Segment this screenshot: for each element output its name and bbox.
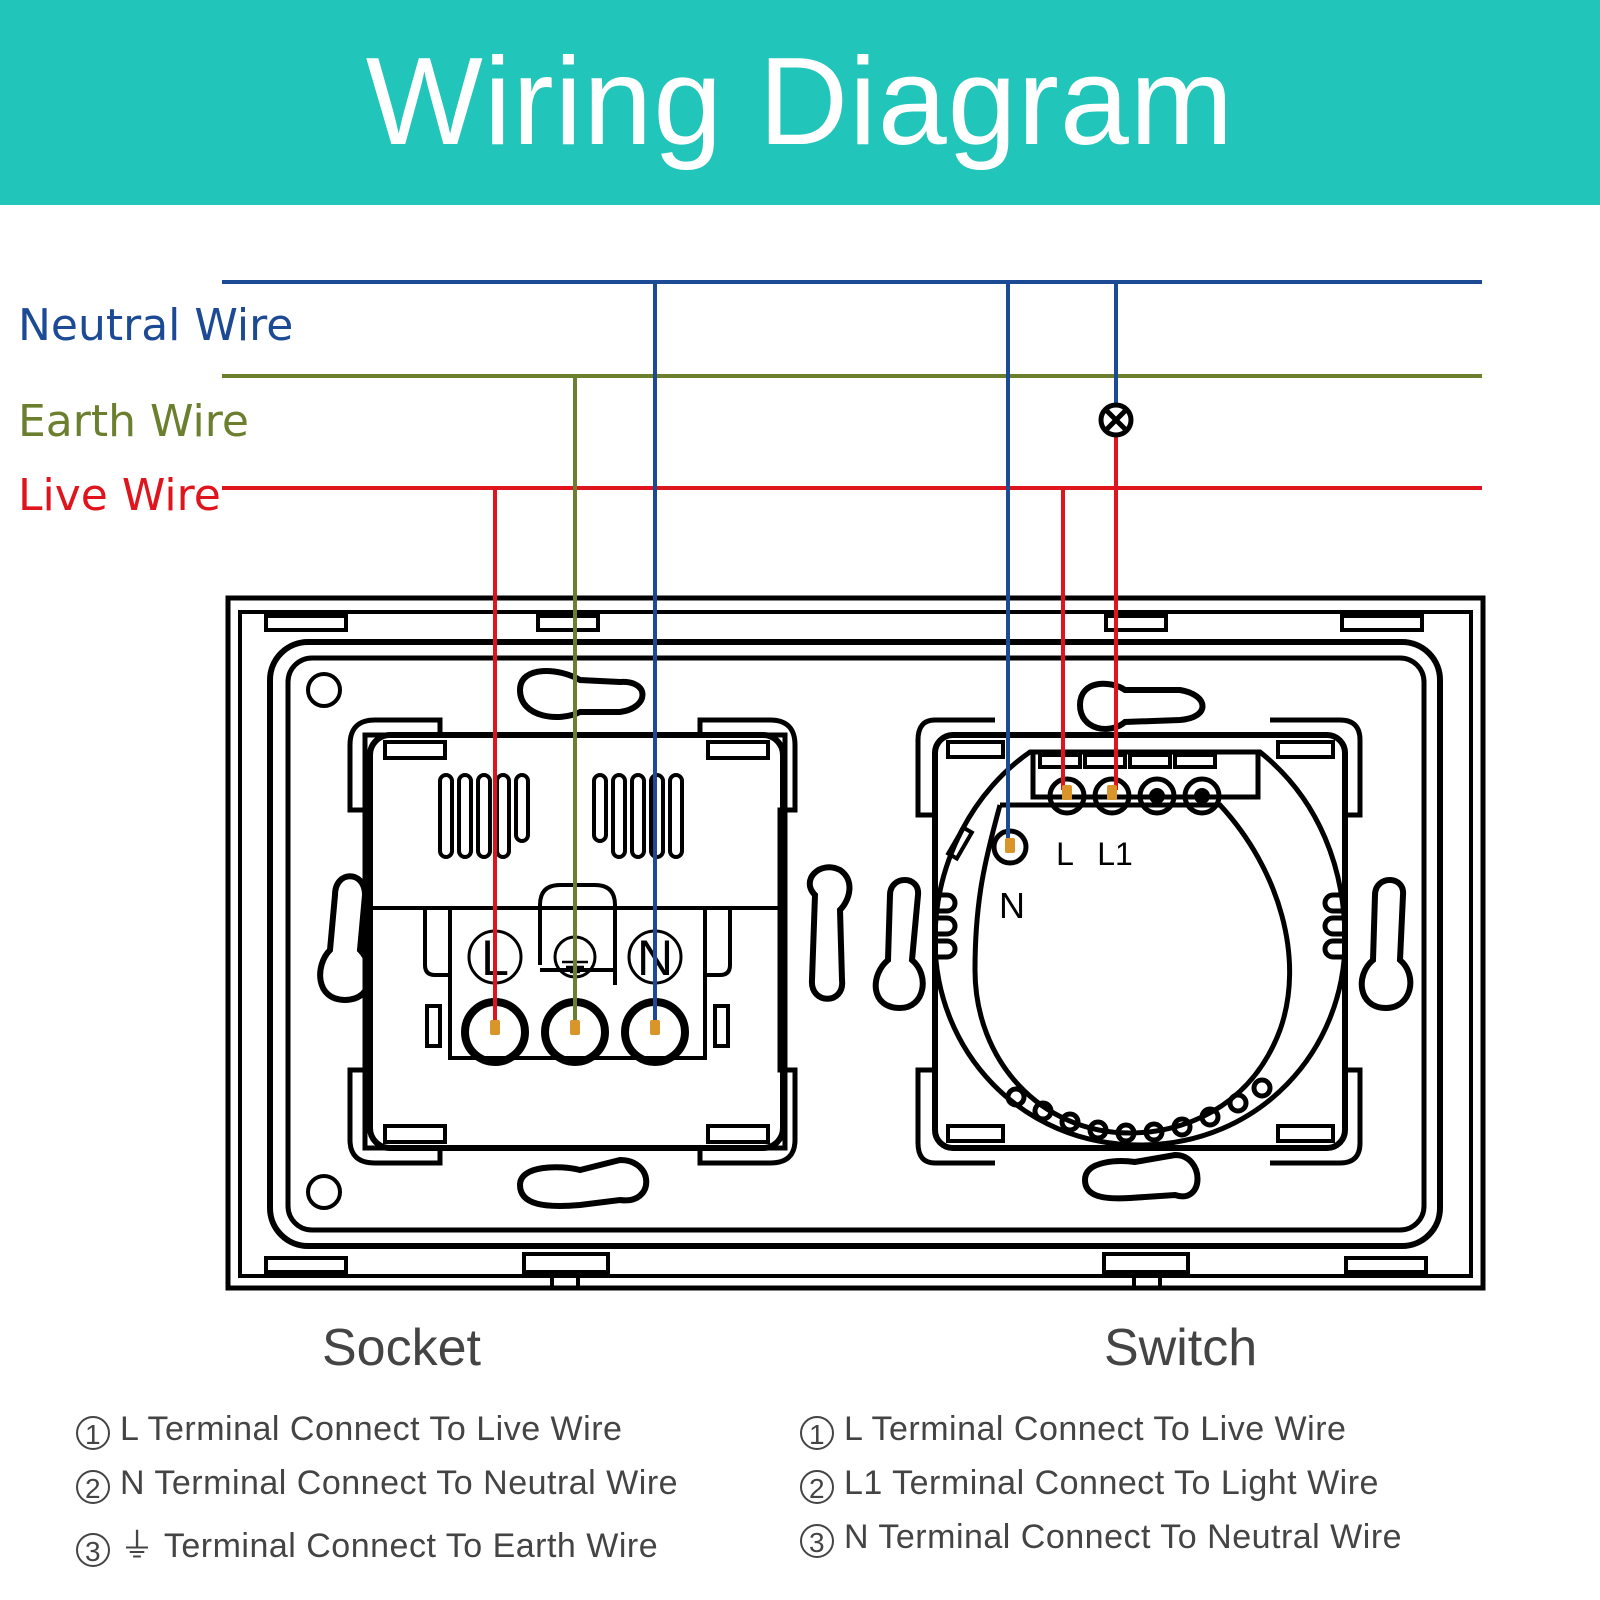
neutral-wire-label: Neutral Wire [18,300,294,351]
step-number: 1 [800,1416,834,1450]
switch-terminal-labels: L L1 N [999,836,1133,926]
earth-wire-label: Earth Wire [18,396,249,447]
socket-title: Socket [322,1319,481,1377]
lamp-icon [1098,402,1134,438]
wire-pin [1107,785,1117,800]
socket-instruction-item: 3 ⏚ Terminal Connect To Earth Wire [76,1518,658,1567]
socket-instruction-item: 1 L Terminal Connect To Live Wire [76,1410,622,1450]
mounting-slot [1358,877,1414,1012]
switch-terminal-unused [1137,776,1177,816]
instruction-text: N Terminal Connect To Neutral Wire [844,1518,1403,1556]
switch-instruction-item: 1 L Terminal Connect To Live Wire [800,1410,1346,1450]
switch-terminal-unused [1182,776,1222,816]
switch-terminal-label-n: N [999,885,1025,926]
drop-wires [493,282,1118,1025]
step-number: 3 [76,1533,110,1567]
switch-terminal-l [1047,776,1087,816]
header-banner: Wiring Diagram [0,0,1600,205]
step-number: 2 [800,1470,834,1504]
page-title: Wiring Diagram [365,33,1235,171]
switch-module [872,680,1414,1202]
terminal-pins [490,785,1117,1035]
switch-terminal-l1 [1092,776,1132,816]
step-number: 3 [800,1524,834,1558]
switch-title: Switch [1104,1319,1258,1377]
mounting-slot [516,668,646,720]
instruction-text: L1 Terminal Connect To Light Wire [844,1464,1379,1502]
switch-terminal-label-l: L [1056,836,1074,872]
socket-module [306,668,853,1210]
switch-instruction-item: 2 L1 Terminal Connect To Light Wire [800,1464,1379,1504]
screw-hole [306,1174,342,1210]
bus-wires [222,280,1482,490]
socket-instruction-item: 2 N Terminal Connect To Neutral Wire [76,1464,678,1504]
wire-pin [1062,785,1072,800]
mounting-slot [872,877,926,1012]
mounting-slot [1076,680,1206,732]
mounting-slot [317,873,373,1004]
unused-terminal-screws [1149,788,1210,804]
instruction-text: N Terminal Connect To Neutral Wire [120,1464,679,1502]
mounting-slot [1081,1151,1201,1202]
panel-frame [225,595,1486,1291]
instruction-text: L Terminal Connect To Live Wire [844,1410,1347,1448]
wire-pin [650,1020,660,1035]
live-wire-label: Live Wire [18,470,221,521]
wire-pin [490,1020,500,1035]
step-number: 2 [76,1470,110,1504]
wire-pin [570,1020,580,1035]
wire-pin [1005,838,1015,853]
mounting-slot [516,1156,650,1209]
step-number: 1 [76,1416,110,1450]
switch-terminal-label-l1: L1 [1097,836,1133,872]
instruction-text: L Terminal Connect To Live Wire [120,1410,623,1448]
screw-hole [306,672,342,708]
instruction-text: ⏚ Terminal Connect To Earth Wire [120,1527,659,1565]
mounting-slot [806,864,853,1002]
switch-instruction-item: 3 N Terminal Connect To Neutral Wire [800,1518,1402,1558]
